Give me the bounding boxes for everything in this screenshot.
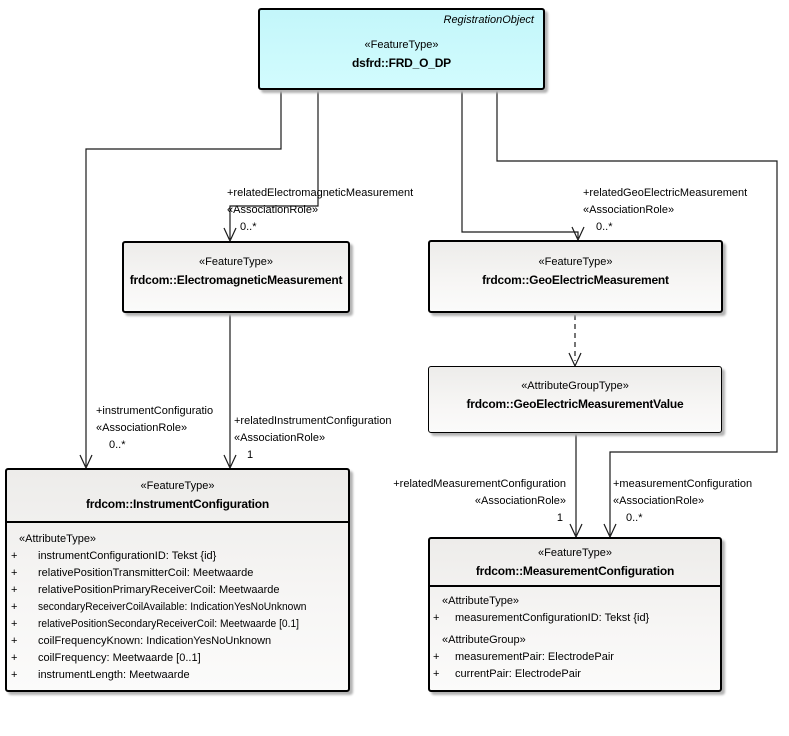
- attribute-text: relativePositionPrimaryReceiverCoil: Mee…: [38, 584, 280, 596]
- stereotype-label: «FeatureType»: [538, 256, 613, 268]
- multiplicity: 0..*: [240, 221, 257, 233]
- attribute-row: +measurementConfigurationID: Tekst {id}: [430, 610, 720, 627]
- connector-label-related-geo-electric-measurement: +relatedGeoElectricMeasurement «Associat…: [583, 185, 747, 236]
- attribute-text: relativePositionSecondaryReceiverCoil: M…: [38, 618, 299, 630]
- connector-related-measurement-configuration[interactable]: [569, 433, 583, 539]
- attribute-row: +coilFrequencyKnown: IndicationYesNoUnkn…: [7, 633, 348, 650]
- connector-line: [461, 90, 579, 238]
- role-name: +measurementConfiguration: [613, 478, 753, 490]
- attribute-type-heading: «AttributeType»: [442, 595, 520, 607]
- class-instrument-configuration[interactable]: «FeatureType» frdcom::InstrumentConfigur…: [5, 468, 350, 692]
- multiplicity: 0..*: [109, 439, 126, 451]
- stereotype-label: «AssociationRole»: [613, 495, 705, 507]
- attribute-compartment: «AttributeType» +measurementConfiguratio…: [430, 587, 720, 683]
- attribute-text: relativePositionTransmitterCoil: Meetwaa…: [38, 567, 254, 579]
- class-name: frdcom::GeoElectricMeasurement: [482, 273, 669, 287]
- class-geo-electric-measurement-value[interactable]: «AttributeGroupType» frdcom::GeoElectric…: [428, 366, 722, 433]
- attribute-group-heading: «AttributeGroup»: [442, 634, 526, 646]
- role-name: +relatedElectromagneticMeasurement: [227, 187, 414, 199]
- stereotype-label: «AssociationRole»: [234, 432, 326, 444]
- class-electromagnetic-measurement[interactable]: «FeatureType» frdcom::ElectromagneticMea…: [122, 241, 350, 313]
- class-name: dsfrd::FRD_O_DP: [351, 56, 451, 70]
- attribute-row: +measurementPair: ElectrodePair: [430, 649, 720, 666]
- connector-line: [85, 90, 282, 466]
- attribute-row: +coilFrequency: Meetwaarde [0..1]: [7, 650, 348, 667]
- class-measurement-configuration[interactable]: «FeatureType» frdcom::MeasurementConfigu…: [428, 537, 722, 692]
- multiplicity: 0..*: [626, 512, 643, 524]
- stereotype-label: «FeatureType»: [199, 256, 273, 268]
- attribute-text: coilFrequency: Meetwaarde [0..1]: [38, 652, 201, 664]
- stereotype-label: «AssociationRole»: [474, 495, 566, 507]
- class-name: frdcom::GeoElectricMeasurementValue: [466, 397, 684, 411]
- connector-measurement-configuration[interactable]: [496, 90, 778, 539]
- class-name: frdcom::ElectromagneticMeasurement: [129, 273, 343, 287]
- attribute-type-heading: «AttributeType»: [19, 533, 97, 545]
- role-name: +instrumentConfiguratio: [96, 405, 214, 417]
- class-tag: RegistrationObject: [443, 14, 535, 26]
- attribute-row: +currentPair: ElectrodePair: [430, 666, 720, 683]
- multiplicity: 1: [247, 449, 254, 461]
- stereotype-label: «FeatureType»: [364, 39, 439, 51]
- attribute-row: +secondaryReceiverCoilAvailable: Indicat…: [7, 599, 348, 616]
- class-frd-o-dp[interactable]: RegistrationObject «FeatureType» dsfrd::…: [258, 8, 545, 90]
- stereotype-label: «FeatureType»: [538, 547, 612, 559]
- connector-line: [496, 90, 778, 535]
- class-name: frdcom::MeasurementConfiguration: [475, 564, 675, 578]
- attribute-text: instrumentLength: Meetwaarde: [38, 669, 190, 681]
- attribute-row: +instrumentLength: Meetwaarde: [7, 667, 348, 684]
- connector-label-instrument-configuration: +instrumentConfiguratio «AssociationRole…: [96, 403, 213, 454]
- stereotype-label: «AssociationRole»: [227, 204, 319, 216]
- attribute-text: secondaryReceiverCoilAvailable: Indicati…: [38, 601, 307, 613]
- connector-geo-electric-measurement-value-dependency[interactable]: [568, 315, 582, 368]
- class-name: frdcom::InstrumentConfiguration: [85, 497, 270, 511]
- attribute-row: +relativePositionSecondaryReceiverCoil: …: [7, 616, 348, 633]
- stereotype-label: «AssociationRole»: [96, 422, 188, 434]
- multiplicity: 1: [556, 512, 563, 524]
- stereotype-label: «AttributeGroupType»: [521, 380, 629, 392]
- stereotype-label: «AssociationRole»: [583, 204, 675, 216]
- connector-label-related-instrument-configuration: +relatedInstrumentConfiguration «Associa…: [234, 413, 391, 464]
- attribute-row: +relativePositionPrimaryReceiverCoil: Me…: [7, 582, 348, 599]
- connector-related-geo-electric-measurement[interactable]: [461, 90, 585, 242]
- attribute-text: currentPair: ElectrodePair: [455, 668, 581, 680]
- attribute-text: measurementConfigurationID: Tekst {id}: [455, 612, 650, 624]
- class-geo-electric-measurement[interactable]: «FeatureType» frdcom::GeoElectricMeasure…: [428, 240, 723, 313]
- role-name: +relatedGeoElectricMeasurement: [583, 187, 748, 199]
- attribute-row: +instrumentConfigurationID: Tekst {id}: [7, 548, 348, 565]
- attribute-text: measurementPair: ElectrodePair: [455, 651, 614, 663]
- attribute-text: coilFrequencyKnown: IndicationYesNoUnkno…: [38, 635, 272, 647]
- role-name: +relatedInstrumentConfiguration: [234, 415, 392, 427]
- multiplicity: 0..*: [596, 221, 613, 233]
- connector-label-related-measurement-configuration: +relatedMeasurementConfiguration «Associ…: [368, 476, 566, 527]
- role-name: +relatedMeasurementConfiguration: [393, 478, 566, 490]
- connector-label-related-electromagnetic-measurement: +relatedElectromagneticMeasurement «Asso…: [227, 185, 413, 236]
- stereotype-label: «FeatureType»: [140, 480, 215, 492]
- connector-line: [229, 90, 319, 239]
- attribute-row: +relativePositionTransmitterCoil: Meetwa…: [7, 565, 348, 582]
- attribute-compartment: «AttributeType» +instrumentConfiguration…: [7, 523, 348, 684]
- connector-label-measurement-configuration: +measurementConfiguration «AssociationRo…: [613, 476, 752, 527]
- attribute-text: instrumentConfigurationID: Tekst {id}: [38, 550, 217, 562]
